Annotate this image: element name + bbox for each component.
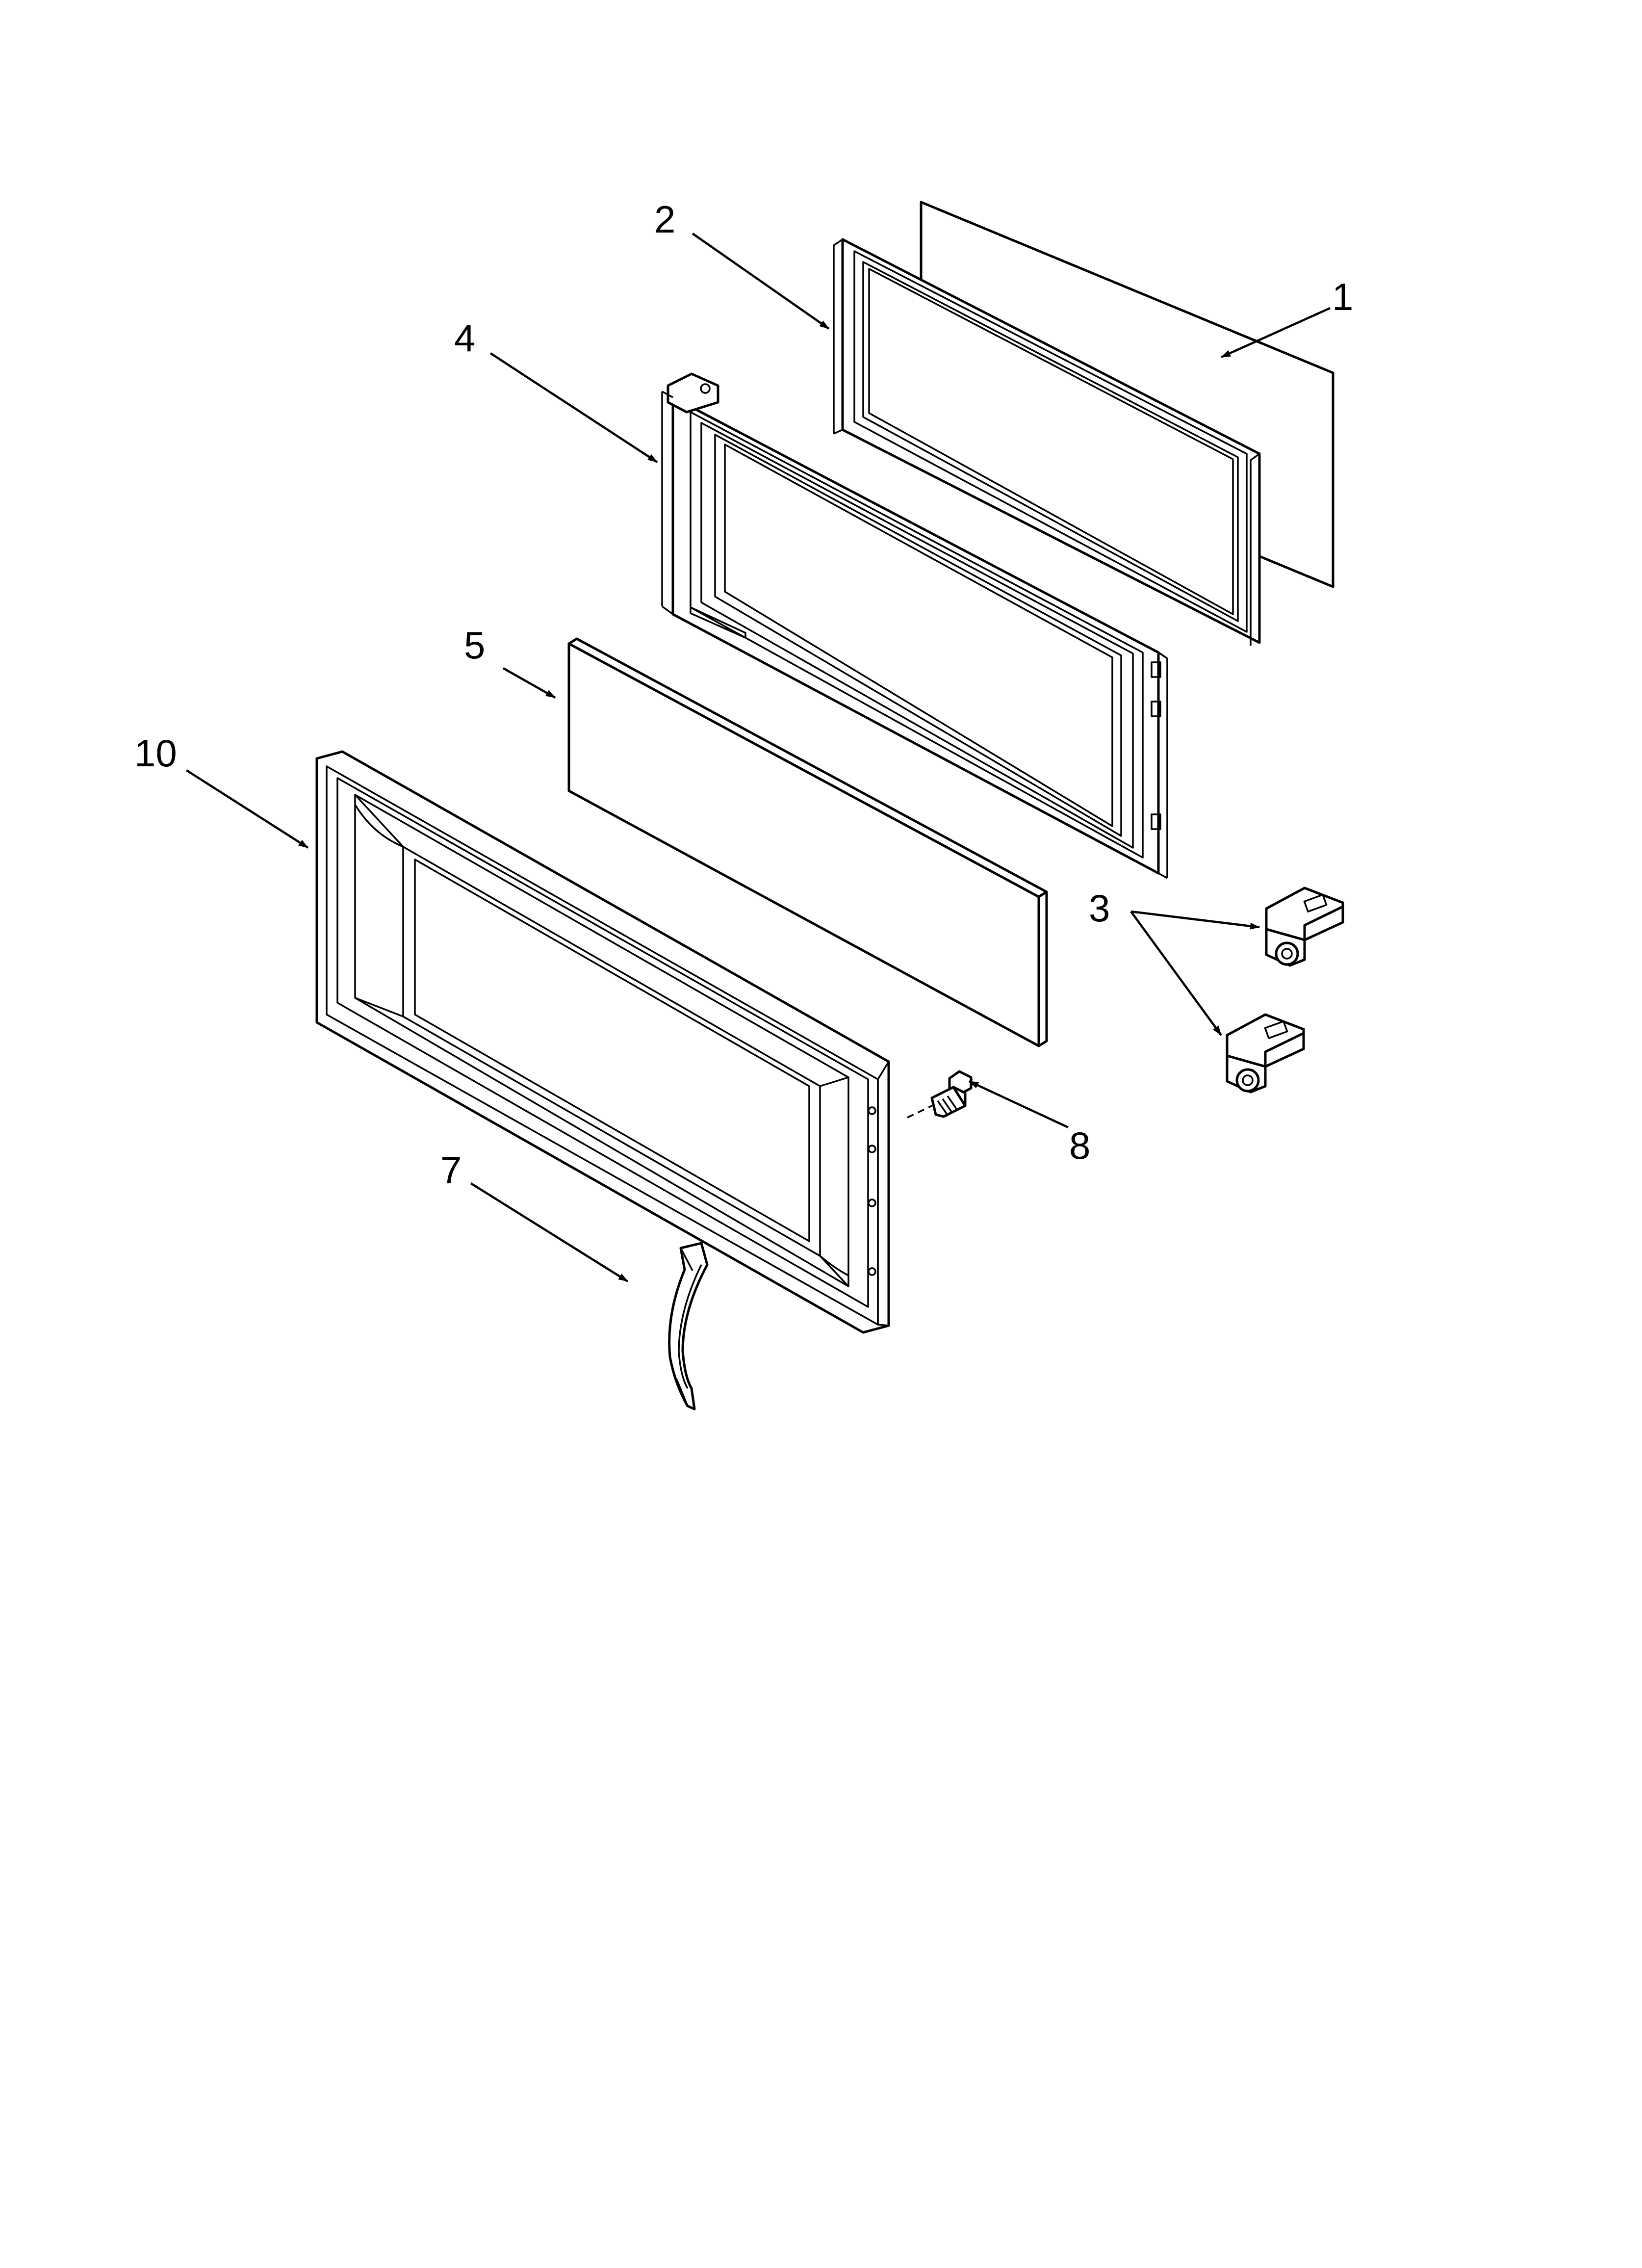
leader-line-4 [489,352,658,463]
leader-line-8 [969,1080,1069,1129]
callout-7: 7 [440,1148,462,1192]
leader-line-2 [692,233,830,330]
callout-3: 3 [1089,886,1110,930]
leader-line-3a [1130,910,1260,930]
door-handle-icon[interactable] [668,1242,709,1410]
leader-line-3b [1130,911,1222,1036]
leader-line-10 [185,769,309,849]
callout-8: 8 [1069,1124,1090,1167]
door-glass-panel-icon[interactable] [567,637,1048,1047]
callout-2: 2 [654,198,675,241]
screw-icon[interactable] [907,1070,973,1119]
callout-5: 5 [464,624,485,667]
door-hook-latch-icon[interactable] [1226,886,1344,1094]
leader-line-1 [1221,307,1331,359]
door-choke-frame-icon[interactable] [833,238,1261,646]
callout-10: 10 [134,731,177,775]
inner-door-frame-icon[interactable] [661,372,1168,879]
leader-line-7 [470,1182,629,1282]
callout-4: 4 [454,316,475,360]
outer-door-frame-icon[interactable] [315,750,890,1334]
callout-1: 1 [1332,275,1353,318]
leader-line-5 [502,667,556,699]
